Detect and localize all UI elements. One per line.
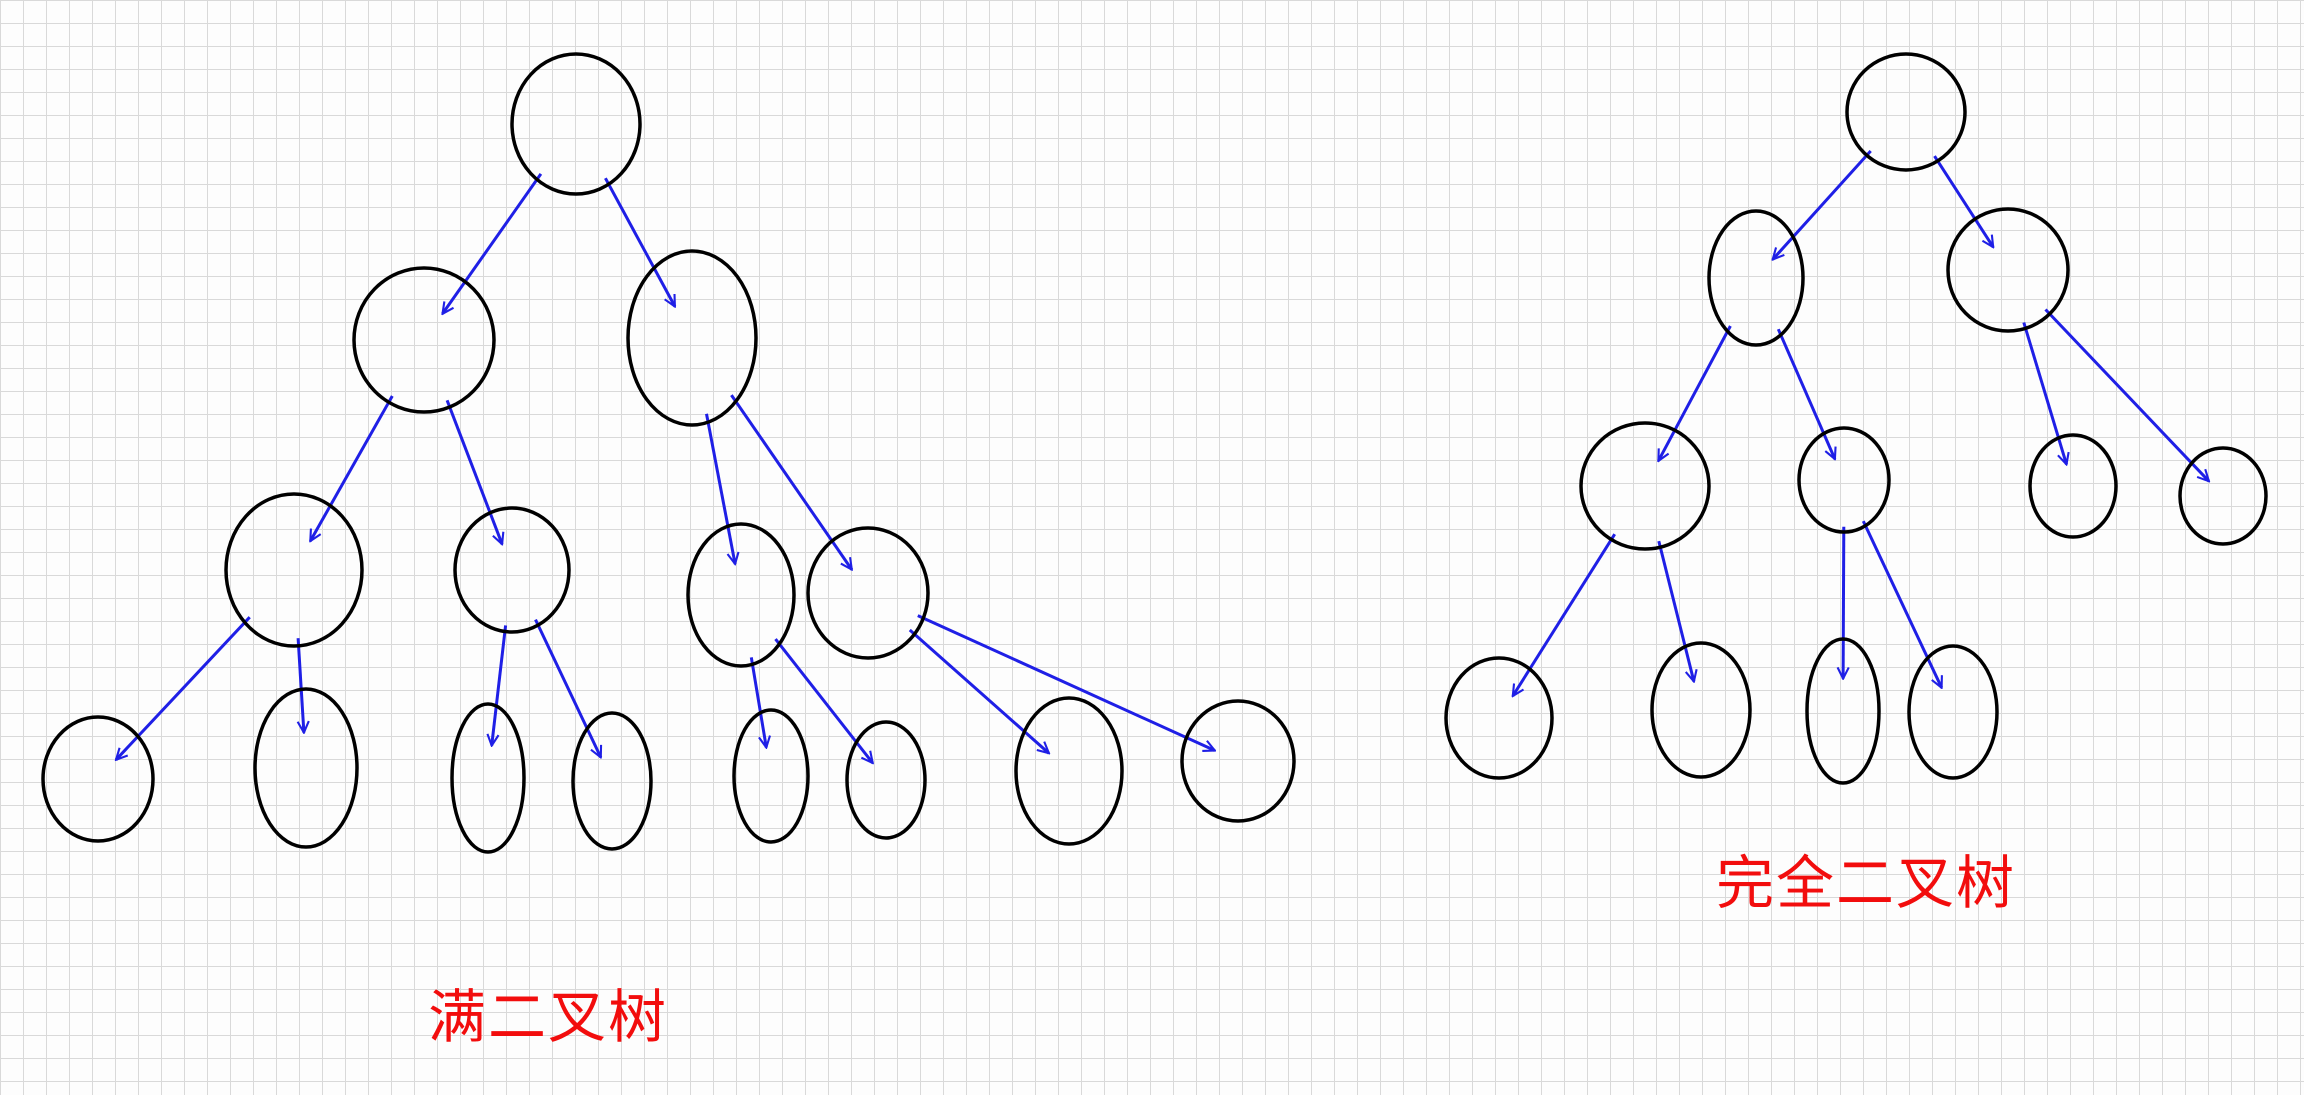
complete-binary-tree-edge-1-4 (1776, 328, 1835, 459)
complete-binary-tree-node-5 (2028, 433, 2118, 539)
complete-binary-tree-caption: 完全二叉树 (1716, 849, 2017, 917)
full-binary-tree-node-8 (253, 687, 359, 849)
edges-layer (116, 149, 2209, 763)
full-binary-tree-edge-6-13 (908, 628, 1049, 753)
complete-binary-tree-node-9 (1805, 637, 1881, 785)
full-binary-tree-node-10 (571, 711, 653, 851)
complete-binary-tree-edge-2-5 (2022, 322, 2067, 465)
full-binary-tree-edge-5-11 (749, 657, 766, 747)
complete-binary-tree-node-2 (1946, 207, 2070, 333)
full-binary-tree-caption: 满二叉树 (428, 983, 669, 1051)
full-binary-tree-edge-4-10 (534, 618, 603, 758)
full-binary-tree-edge-3-7 (116, 616, 251, 760)
full-binary-tree-node-7 (41, 715, 155, 843)
complete-binary-tree-node-1 (1707, 209, 1805, 347)
full-binary-tree-edge-6-14 (917, 614, 1215, 751)
complete-binary-tree-node-7 (1444, 656, 1554, 780)
full-binary-tree-node-0 (510, 52, 642, 196)
full-binary-tree-edge-4-9 (492, 625, 508, 745)
full-binary-tree-edge-0-1 (443, 173, 543, 314)
full-binary-tree-node-11 (732, 708, 810, 844)
full-binary-tree-node-12 (845, 720, 927, 840)
complete-binary-tree-edge-0-1 (1773, 149, 1872, 260)
full-binary-tree-node-5 (686, 522, 796, 668)
full-binary-tree-node-6 (806, 526, 930, 660)
full-binary-tree-node-9 (450, 702, 526, 854)
complete-binary-tree-edge-4-10 (1861, 520, 1943, 688)
complete-binary-tree-edge-0-2 (1933, 155, 1994, 247)
full-binary-tree-edge-2-6 (730, 394, 851, 569)
full-binary-tree-node-13 (1014, 696, 1124, 846)
nodes-layer (41, 52, 2268, 854)
full-binary-tree-node-14 (1180, 699, 1296, 823)
full-binary-tree-edge-3-8 (296, 638, 304, 732)
complete-binary-tree-node-10 (1907, 644, 1999, 780)
complete-binary-tree-edge-4-9 (1843, 526, 1844, 679)
full-binary-tree-edge-0-2 (604, 177, 677, 306)
full-binary-tree-node-2 (626, 249, 758, 427)
complete-binary-tree-edge-3-8 (1657, 540, 1694, 681)
full-binary-tree-edge-1-4 (445, 399, 502, 544)
complete-binary-tree-node-4 (1797, 426, 1891, 534)
complete-binary-tree-edge-3-7 (1511, 533, 1616, 696)
full-binary-tree-node-4 (453, 506, 571, 634)
complete-binary-tree-node-8 (1650, 641, 1752, 779)
complete-binary-tree-node-6 (2178, 446, 2268, 546)
full-binary-tree-edge-2-5 (705, 413, 736, 564)
complete-binary-tree-edge-2-6 (2044, 308, 2209, 482)
full-binary-tree-node-3 (224, 492, 364, 648)
complete-binary-tree-node-0 (1845, 52, 1967, 172)
complete-binary-tree-edge-1-3 (1657, 325, 1732, 461)
complete-binary-tree-node-3 (1579, 421, 1711, 551)
full-binary-tree-node-1 (352, 266, 496, 414)
full-binary-tree-edge-1-3 (308, 395, 394, 541)
